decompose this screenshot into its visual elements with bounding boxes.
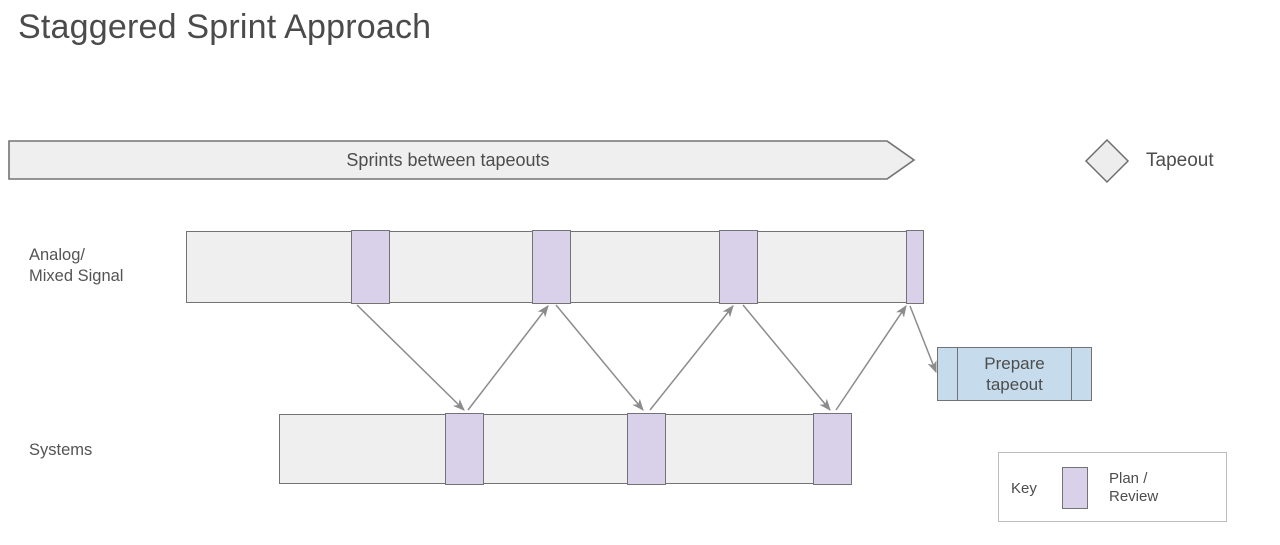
segment-plan-review[interactable] [906,230,924,304]
segment-plan-review[interactable] [719,230,758,304]
tapeout-diamond-icon [1084,138,1130,184]
arrow-up-1 [467,305,549,411]
box-divider-left [957,348,958,400]
row-label-systems: Systems [29,441,93,459]
timeline-bar-analog [186,230,924,304]
banner-arrow-shape [8,140,916,180]
box-divider-right [1071,348,1072,400]
arrow-up-3 [835,305,907,411]
tapeout-legend-label: Tapeout [1146,150,1214,171]
timeline-bar-systems [279,413,852,485]
segment-plan-review[interactable] [627,413,666,485]
sprints-banner: Sprints between tapeouts [8,140,916,180]
key-title: Key [1011,479,1037,497]
row-label-analog: Analog/ Mixed Signal [29,246,124,285]
segment-plan-review[interactable] [532,230,571,304]
page-title: Staggered Sprint Approach [18,8,432,46]
key-legend-box: Key Plan / Review [998,452,1227,522]
arrow-down-2 [555,304,644,411]
segment-plan-review[interactable] [445,413,484,485]
arrow-up-2 [649,305,734,411]
arrow-down-3 [742,304,831,411]
prepare-tapeout-box[interactable]: Prepare tapeout [937,347,1092,401]
prepare-tapeout-label: Prepare tapeout [984,354,1045,394]
arrow-down-1 [356,304,465,411]
segment-plan-review[interactable] [813,413,852,485]
tapeout-legend: Tapeout [1084,138,1280,184]
key-entry-label: Plan / Review [1109,470,1159,505]
key-swatch-plan-review [1062,467,1088,509]
arrow-to-prepare [909,305,937,374]
segment-plan-review[interactable] [351,230,390,304]
